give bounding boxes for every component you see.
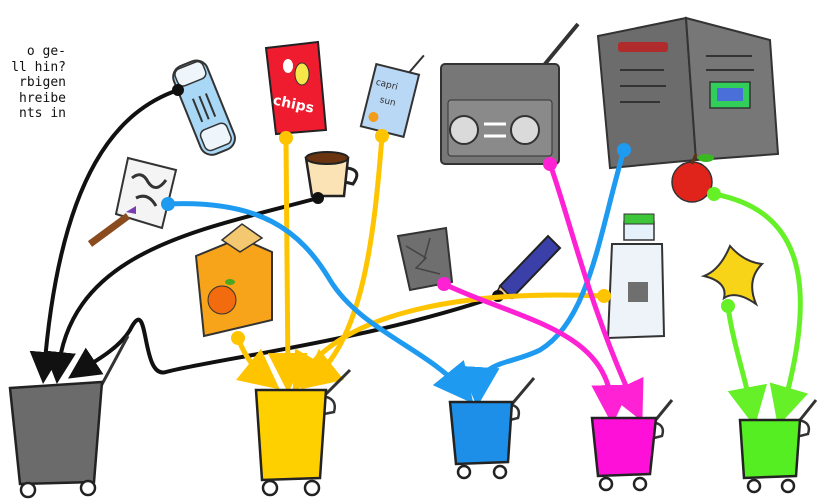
arrow-foil-to-magenta-bin — [444, 284, 612, 410]
coffee-cup-icon — [306, 152, 357, 196]
grey-bin — [10, 336, 128, 497]
arrow-start-dot — [617, 143, 631, 157]
banana-peel-icon — [704, 246, 762, 304]
milk-bottle-icon — [608, 214, 664, 338]
arrow-start-dot — [437, 277, 451, 291]
arrow-start-dot — [231, 331, 245, 345]
juice-pouch-icon: capri sun — [361, 45, 424, 137]
arrow-start-dot — [161, 197, 175, 211]
arrow-start-dot — [543, 157, 557, 171]
radio-icon — [441, 24, 578, 164]
arrow-start-dot — [279, 131, 293, 145]
arrow-newspaper-to-blue-bin — [478, 150, 624, 392]
arrow-start-dot — [172, 84, 184, 96]
arrow-start-dot — [721, 299, 735, 313]
arrow-start-dot — [375, 129, 389, 143]
green-bin — [740, 400, 816, 492]
arrow-orange-carton-to-yellow-bin — [238, 338, 268, 380]
arrow-start-dot — [707, 187, 721, 201]
arrow-start-dot — [597, 289, 611, 303]
arrow-start-dot — [312, 192, 324, 204]
chips-bag-icon: chips — [266, 42, 326, 134]
arrow-chips-to-yellow-bin — [286, 138, 288, 378]
orange-juice-carton-icon — [196, 224, 272, 336]
yellow-bin — [256, 370, 350, 495]
pencil-icon — [494, 236, 560, 298]
magenta-bin — [592, 400, 672, 490]
arrow-banana-to-green-bin — [728, 306, 752, 412]
water-bottle-icon — [170, 57, 239, 159]
